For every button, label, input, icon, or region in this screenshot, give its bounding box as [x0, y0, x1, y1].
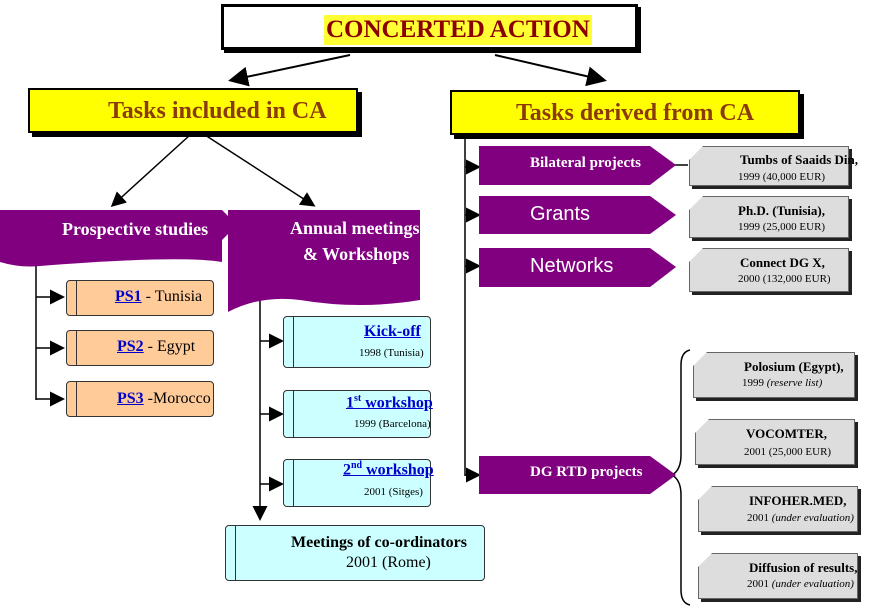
note-infoher: INFOHER.MED, 2001 (under evaluation) — [698, 486, 858, 532]
note-connect-title: Connect DG X, — [740, 255, 825, 270]
note-tumbs: Tumbs of Saaids Din, 1999 (40,000 EUR) — [689, 146, 858, 186]
note-vocomter-sub: 2001 (25,000 EUR) — [744, 446, 832, 458]
ps3-scroll: PS3 -Morocco — [66, 381, 214, 417]
prospective-label: Prospective studies — [62, 219, 209, 239]
ps3-link[interactable]: PS3 — [117, 390, 144, 407]
note-phd: Ph.D. (Tunisia), 1999 (25,000 EUR) — [689, 196, 849, 238]
left-header-text: Tasks included in CA — [108, 98, 327, 124]
note-connect: Connect DG X, 2000 (132,000 EUR) — [689, 248, 849, 292]
note-polosium-sub: 1999 (reserve list) — [742, 377, 823, 389]
note-polosium: Polosium (Egypt), 1999 (reserve list) — [693, 352, 855, 398]
kickoff-scroll: Kick-off 1998 (Tunisia) — [283, 316, 431, 368]
scroll-roll — [67, 281, 77, 315]
ps1-link[interactable]: PS1 — [115, 288, 142, 305]
note-phd-title: Ph.D. (Tunisia), — [738, 203, 825, 218]
ps3-country: -Morocco — [143, 390, 211, 407]
note-connect-sub: 2000 (132,000 EUR) — [738, 273, 831, 285]
ps2-link[interactable]: PS2 — [117, 338, 144, 355]
note-diffusion: Diffusion of results, 2001 (under evalua… — [698, 553, 858, 599]
workshop2-link[interactable]: 2nd workshop — [343, 460, 434, 479]
note-fold — [693, 352, 707, 366]
networks-shape — [479, 248, 676, 287]
arrow-to-annual — [204, 134, 316, 207]
arrow-to-prospective — [110, 134, 191, 208]
note-fold — [698, 553, 712, 567]
annual-label-1: Annual meetings — [290, 218, 420, 238]
meetings-title: Meetings of co-ordinators — [291, 534, 467, 551]
left-header-box: Tasks included in CA — [28, 88, 358, 133]
bilateral-label: Bilateral projects — [530, 155, 641, 171]
note-diffusion-title: Diffusion of results, — [749, 560, 858, 575]
ps2-country: - Egypt — [143, 338, 196, 355]
note-fold — [689, 248, 703, 262]
grants-shape — [479, 196, 676, 234]
scroll-roll — [67, 331, 77, 365]
note-infoher-sub: 2001 (under evaluation) — [747, 512, 854, 524]
ps1-scroll: PS1 - Tunisia — [66, 280, 214, 316]
arrow-title-to-left — [228, 54, 351, 87]
right-header-text: Tasks derived from CA — [516, 100, 755, 126]
grants-label: Grants — [530, 203, 591, 225]
workshop2-date: 2001 (Sitges) — [364, 486, 423, 498]
scroll-roll — [226, 526, 236, 580]
kickoff-link[interactable]: Kick-off — [364, 323, 421, 340]
note-fold — [695, 419, 709, 433]
workshop1-link[interactable]: 1st workshop — [346, 393, 433, 412]
arrow-title-to-right — [494, 54, 607, 87]
note-diffusion-sub: 2001 (under evaluation) — [747, 578, 854, 590]
ps1-country: - Tunisia — [141, 288, 203, 305]
title-text: CONCERTED ACTION — [324, 15, 592, 45]
dgrtd-label: DG RTD projects — [530, 464, 643, 480]
workshop1-date: 1999 (Barcelona) — [354, 418, 431, 430]
scroll-roll — [67, 382, 77, 416]
note-phd-sub: 1999 (25,000 EUR) — [738, 221, 826, 233]
networks-label: Networks — [530, 255, 614, 277]
note-polosium-title: Polosium (Egypt), — [744, 359, 844, 374]
annual-label-2: & Workshops — [303, 244, 410, 264]
note-tumbs-sub: 1999 (40,000 EUR) — [738, 171, 826, 183]
note-fold — [689, 196, 703, 210]
scroll-roll — [284, 460, 294, 506]
meetings-date: 2001 (Rome) — [346, 554, 431, 571]
note-infoher-title: INFOHER.MED, — [749, 493, 847, 508]
note-tumbs-title: Tumbs of Saaids Din, — [740, 152, 859, 167]
annual-banner-shape — [228, 210, 420, 312]
meetings-scroll: Meetings of co-ordinators 2001 (Rome) — [225, 525, 485, 581]
workshop2-scroll: 2nd workshop 2001 (Sitges) — [283, 459, 434, 507]
dgrtd-shape — [479, 456, 676, 494]
workshop1-scroll: 1st workshop 1999 (Barcelona) — [283, 390, 433, 438]
scroll-roll — [284, 391, 294, 437]
prospective-banner-shape — [0, 210, 237, 267]
kickoff-date: 1998 (Tunisia) — [359, 347, 424, 359]
note-fold — [689, 146, 703, 160]
title-box: CONCERTED ACTION — [221, 4, 638, 50]
ps2-scroll: PS2 - Egypt — [66, 330, 214, 366]
bilateral-shape — [479, 146, 676, 185]
right-header-box: Tasks derived from CA — [450, 90, 800, 135]
note-vocomter: VOCOMTER, 2001 (25,000 EUR) — [695, 419, 855, 465]
rtd-brace — [670, 349, 691, 606]
note-fold — [698, 486, 712, 500]
scroll-roll — [284, 317, 294, 367]
note-vocomter-title: VOCOMTER, — [746, 426, 827, 441]
